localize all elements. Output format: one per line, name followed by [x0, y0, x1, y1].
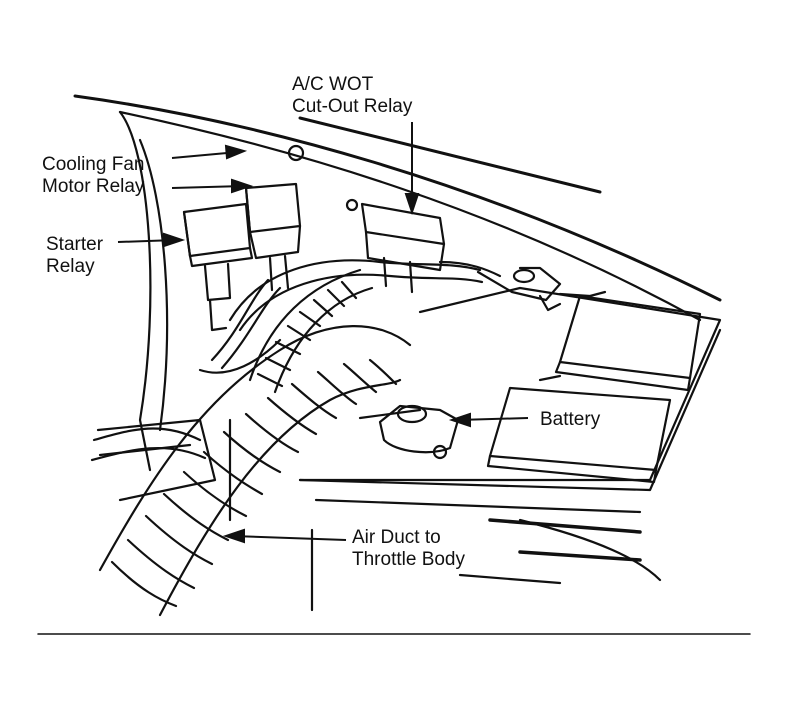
- label-air-duct: Air Duct to Throttle Body: [352, 527, 465, 571]
- hood-crease: [298, 116, 602, 194]
- label-battery-line1: Battery: [540, 409, 601, 430]
- fender-left-inner: [138, 138, 169, 432]
- label-starter-line1: Starter: [46, 234, 104, 255]
- label-cooling-fan-line1: Cooling Fan: [42, 154, 145, 175]
- hood-inner: [118, 110, 702, 322]
- air-duct: [98, 325, 412, 617]
- label-cooling-fan-relay: Cooling Fan Motor Relay: [42, 154, 144, 198]
- label-starter-relay: Starter Relay: [46, 234, 103, 278]
- cooling-fan-relay: [244, 182, 302, 292]
- label-air-duct-line2: Throttle Body: [352, 549, 465, 570]
- corrugated-conduit: [248, 268, 374, 394]
- fender-bottom: [96, 418, 217, 502]
- label-starter-line2: Relay: [46, 256, 95, 277]
- fender-left: [118, 110, 152, 472]
- mounting-bolt: [287, 144, 305, 162]
- battery-terminals: [358, 260, 562, 460]
- label-ac-wot-line2: Cut-Out Relay: [292, 96, 413, 117]
- label-air-duct-line1: Air Duct to: [352, 527, 441, 548]
- label-ac-wot-line1: A/C WOT: [292, 74, 374, 95]
- battery: [298, 286, 722, 585]
- label-cooling-fan-line2: Motor Relay: [42, 176, 145, 197]
- starter-relay: [182, 202, 254, 332]
- label-ac-wot-relay: A/C WOT Cut-Out Relay: [292, 74, 412, 118]
- label-battery: Battery: [540, 409, 600, 431]
- leader-air-duct: [231, 535, 347, 541]
- hood-edge: [73, 94, 722, 302]
